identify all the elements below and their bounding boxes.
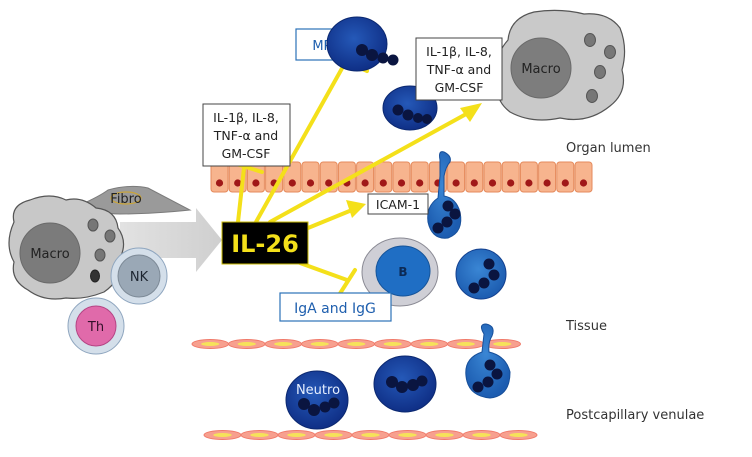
b-cell: B xyxy=(361,237,439,307)
line-to-icam xyxy=(306,208,354,230)
epithelial-cell xyxy=(574,161,593,193)
cytokines-right-line-3: GM-CSF xyxy=(435,80,484,95)
endothelial-nucleus xyxy=(310,342,329,346)
epithelial-nucleus xyxy=(325,179,333,187)
epithelium-layer xyxy=(210,161,593,193)
cytokines-left-box: IL-1β, IL-8, TNF-α and GM-CSF xyxy=(202,103,291,167)
neutrophil-venule-2 xyxy=(373,355,437,413)
epithelial-nucleus xyxy=(543,179,551,187)
epithelial-nucleus xyxy=(561,179,569,187)
epithelial-cell xyxy=(519,161,538,193)
epithelial-nucleus xyxy=(452,179,460,187)
epithelial-cell xyxy=(319,161,338,193)
nk-cell: NK xyxy=(110,247,168,305)
endothelial-nucleus xyxy=(361,433,380,437)
cytokines-right-box: IL-1β, IL-8, TNF-α and GM-CSF xyxy=(415,37,503,101)
endothelial-nucleus xyxy=(398,433,417,437)
epithelial-cell xyxy=(538,161,557,193)
epithelial-nucleus xyxy=(488,179,497,187)
neutrophil-tissue xyxy=(455,248,507,300)
epithelial-nucleus xyxy=(234,179,242,187)
endothelial-nucleus xyxy=(287,433,306,437)
nk-label: NK xyxy=(130,270,149,285)
epithelial-nucleus xyxy=(579,179,588,187)
cytokines-left-line-1: IL-1β, IL-8, xyxy=(213,110,279,125)
arrowhead-icam xyxy=(346,200,366,218)
icam-box: ICAM-1 xyxy=(367,193,429,215)
macro-left-label: Macro xyxy=(30,247,69,262)
region-tissue: Tissue xyxy=(565,319,607,334)
icam-label: ICAM-1 xyxy=(376,197,420,212)
epithelial-cell xyxy=(392,161,411,193)
epithelial-nucleus xyxy=(361,179,369,187)
il26-label: IL-26 xyxy=(231,230,299,258)
epithelial-nucleus xyxy=(397,179,406,187)
endothelial-nucleus xyxy=(250,433,269,437)
endothelial-nucleus xyxy=(383,342,402,346)
epithelial-nucleus xyxy=(507,179,515,187)
line-to-iga xyxy=(298,261,349,282)
neutrophil-transmigrating-epithelium xyxy=(427,151,462,239)
il26-node: IL-26 xyxy=(221,221,309,265)
epithelial-cell xyxy=(501,161,520,193)
endothelial-nucleus xyxy=(274,342,293,346)
arrowhead-cytokines-right xyxy=(460,103,482,122)
cytokines-left-line-3: GM-CSF xyxy=(222,146,271,161)
epithelial-cell xyxy=(465,161,484,193)
cytokines-left-line-2: TNF-α and xyxy=(213,128,278,143)
line-to-cytokines-left xyxy=(236,166,246,224)
epithelial-cell xyxy=(374,161,393,193)
neutrophil-transmigrating-venule xyxy=(465,323,511,399)
neutro-label: Neutro xyxy=(296,383,340,398)
macrophage-left: Macro xyxy=(8,195,125,300)
epithelial-nucleus xyxy=(215,179,224,187)
endothelium-lower xyxy=(203,430,538,440)
epithelial-nucleus xyxy=(470,179,478,187)
endothelial-nucleus xyxy=(509,433,528,437)
th-cell: Th xyxy=(67,297,125,355)
endothelial-nucleus xyxy=(493,342,512,346)
iga-igg-label: IgA and IgG xyxy=(294,301,376,317)
epithelial-nucleus xyxy=(379,179,387,187)
fibro-label: Fibro xyxy=(110,192,141,207)
tbar-iga xyxy=(337,268,357,297)
epithelial-nucleus xyxy=(252,179,260,187)
endothelial-nucleus xyxy=(347,342,366,346)
epithelial-cell xyxy=(301,161,320,193)
epithelial-cell xyxy=(556,161,575,193)
line-to-cytokines-right xyxy=(268,111,470,224)
epithelial-nucleus xyxy=(306,179,315,187)
b-label: B xyxy=(398,265,407,279)
endothelial-nucleus xyxy=(237,342,256,346)
neutrophil-venule-labeled: Neutro xyxy=(285,370,349,430)
epithelial-cell xyxy=(410,161,429,193)
endothelial-nucleus xyxy=(420,342,439,346)
cytokines-right-line-1: IL-1β, IL-8, xyxy=(426,44,492,59)
endothelial-nucleus xyxy=(456,342,475,346)
th-label: Th xyxy=(87,320,104,335)
region-organ-lumen: Organ lumen xyxy=(566,141,651,156)
neutrophil-lumen-1 xyxy=(326,16,399,72)
epithelial-cell xyxy=(483,161,502,193)
epithelial-cell xyxy=(283,161,302,193)
epithelial-nucleus xyxy=(288,179,296,187)
endothelial-nucleus xyxy=(435,433,454,437)
macro-right-label: Macro xyxy=(521,62,560,77)
region-postcapillary-venulae: Postcapillary venulae xyxy=(566,408,704,423)
macrophage-right: Macro xyxy=(496,9,626,121)
endothelial-nucleus xyxy=(213,433,232,437)
line-to-mpo xyxy=(254,61,347,224)
endothelial-nucleus xyxy=(324,433,343,437)
epithelial-cell xyxy=(447,161,466,193)
endothelium-upper xyxy=(191,339,521,349)
epithelial-nucleus xyxy=(525,179,533,187)
epithelial-nucleus xyxy=(416,179,424,187)
iga-igg-box: IgA and IgG xyxy=(279,292,392,322)
endothelial-nucleus xyxy=(472,433,491,437)
cytokines-right-line-2: TNF-α and xyxy=(426,62,491,77)
endothelial-nucleus xyxy=(201,342,220,346)
